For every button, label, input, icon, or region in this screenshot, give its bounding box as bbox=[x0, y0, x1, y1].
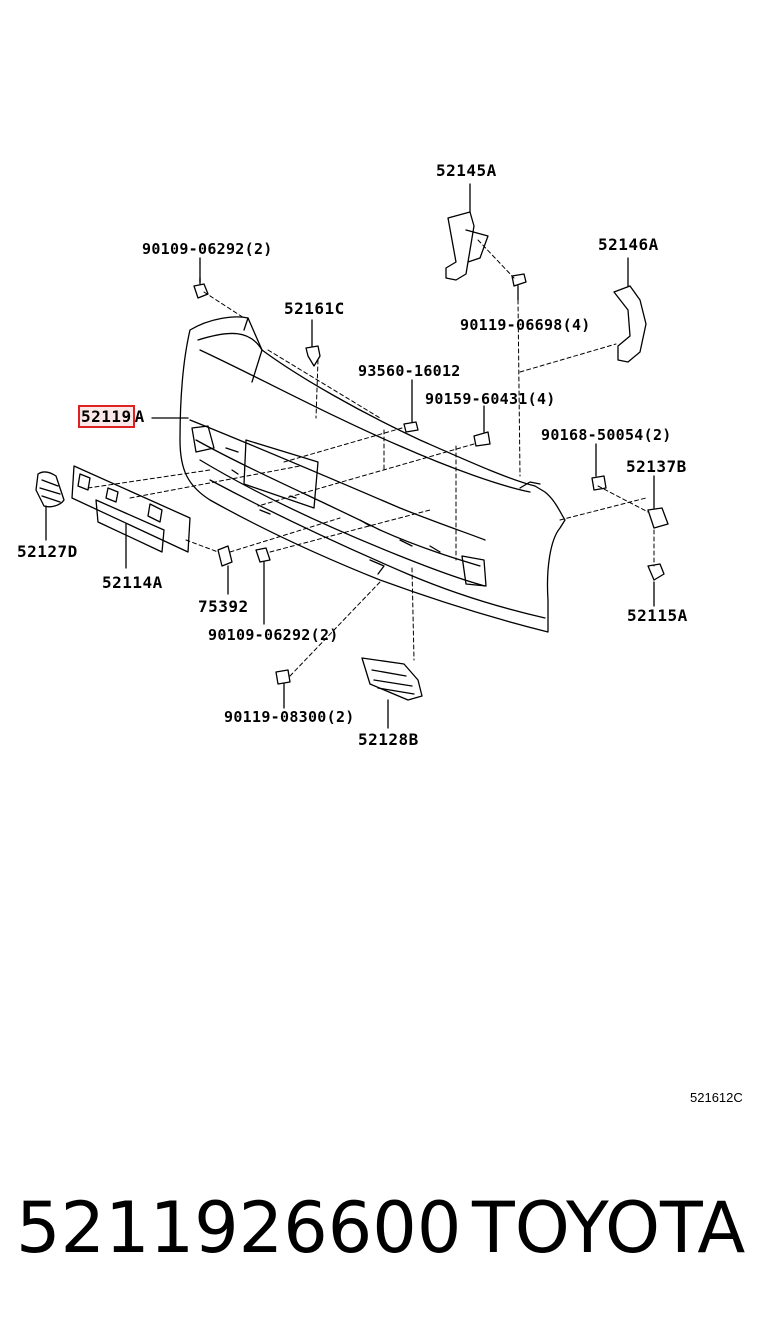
label-90109-top: 90109-06292(2) bbox=[142, 240, 273, 258]
label-52145A: 52145A bbox=[436, 161, 497, 180]
license-bracket bbox=[71, 465, 191, 569]
bracket-52145A bbox=[445, 183, 489, 281]
label-90159: 90159-60431(4) bbox=[425, 390, 556, 408]
label-90168: 90168-50054(2) bbox=[541, 426, 672, 444]
bracket-52146A bbox=[613, 257, 647, 363]
label-90109-bottom: 90109-06292(2) bbox=[208, 626, 339, 644]
label-90119-08300: 90119-08300(2) bbox=[224, 708, 355, 726]
label-52137B: 52137B bbox=[626, 457, 687, 476]
label-52115A: 52115A bbox=[627, 606, 688, 625]
clip-75392 bbox=[217, 545, 233, 595]
label-93560: 93560-16012 bbox=[358, 362, 461, 380]
assembly-lines bbox=[87, 239, 655, 677]
label-52119A-number: 52119 bbox=[78, 405, 135, 428]
brand-name: TOYOTA bbox=[472, 1187, 746, 1269]
diagram-code: 521612C bbox=[690, 1090, 743, 1105]
label-75392: 75392 bbox=[198, 597, 249, 616]
fog-cover bbox=[361, 657, 423, 729]
bumper-cover bbox=[179, 316, 566, 633]
part-number: 5211926600 bbox=[16, 1187, 462, 1269]
label-52127D: 52127D bbox=[17, 542, 78, 561]
label-90119-06698: 90119-06698(4) bbox=[460, 316, 591, 334]
label-52114A: 52114A bbox=[102, 573, 163, 592]
left-grille bbox=[35, 471, 65, 541]
fasteners bbox=[193, 257, 669, 709]
label-52146A: 52146A bbox=[598, 235, 659, 254]
label-52128B: 52128B bbox=[358, 730, 419, 749]
label-52161C: 52161C bbox=[284, 299, 345, 318]
label-52119A-suffix: A bbox=[134, 407, 145, 426]
